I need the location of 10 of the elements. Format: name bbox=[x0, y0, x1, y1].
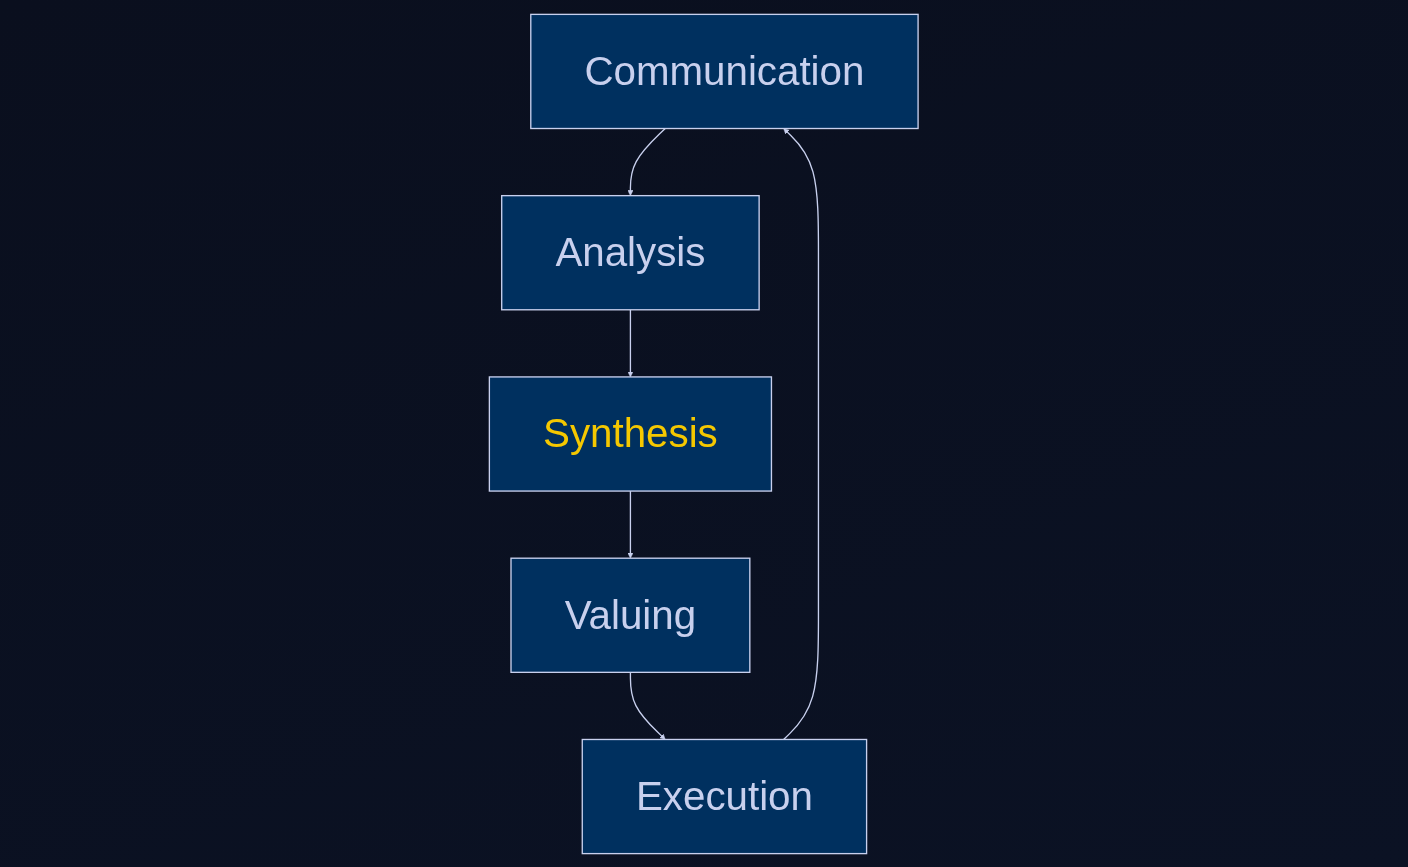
arrow bbox=[783, 127, 820, 740]
arrow bbox=[627, 308, 634, 377]
node-box: Analysis bbox=[501, 194, 761, 310]
node-box: Synthesis bbox=[488, 375, 773, 492]
node-box: Execution bbox=[581, 738, 868, 854]
arrow bbox=[627, 489, 634, 558]
node-box: Communication bbox=[530, 13, 919, 129]
arrow bbox=[627, 127, 667, 196]
arrow bbox=[630, 671, 666, 740]
node-box: Valuing bbox=[510, 557, 751, 673]
